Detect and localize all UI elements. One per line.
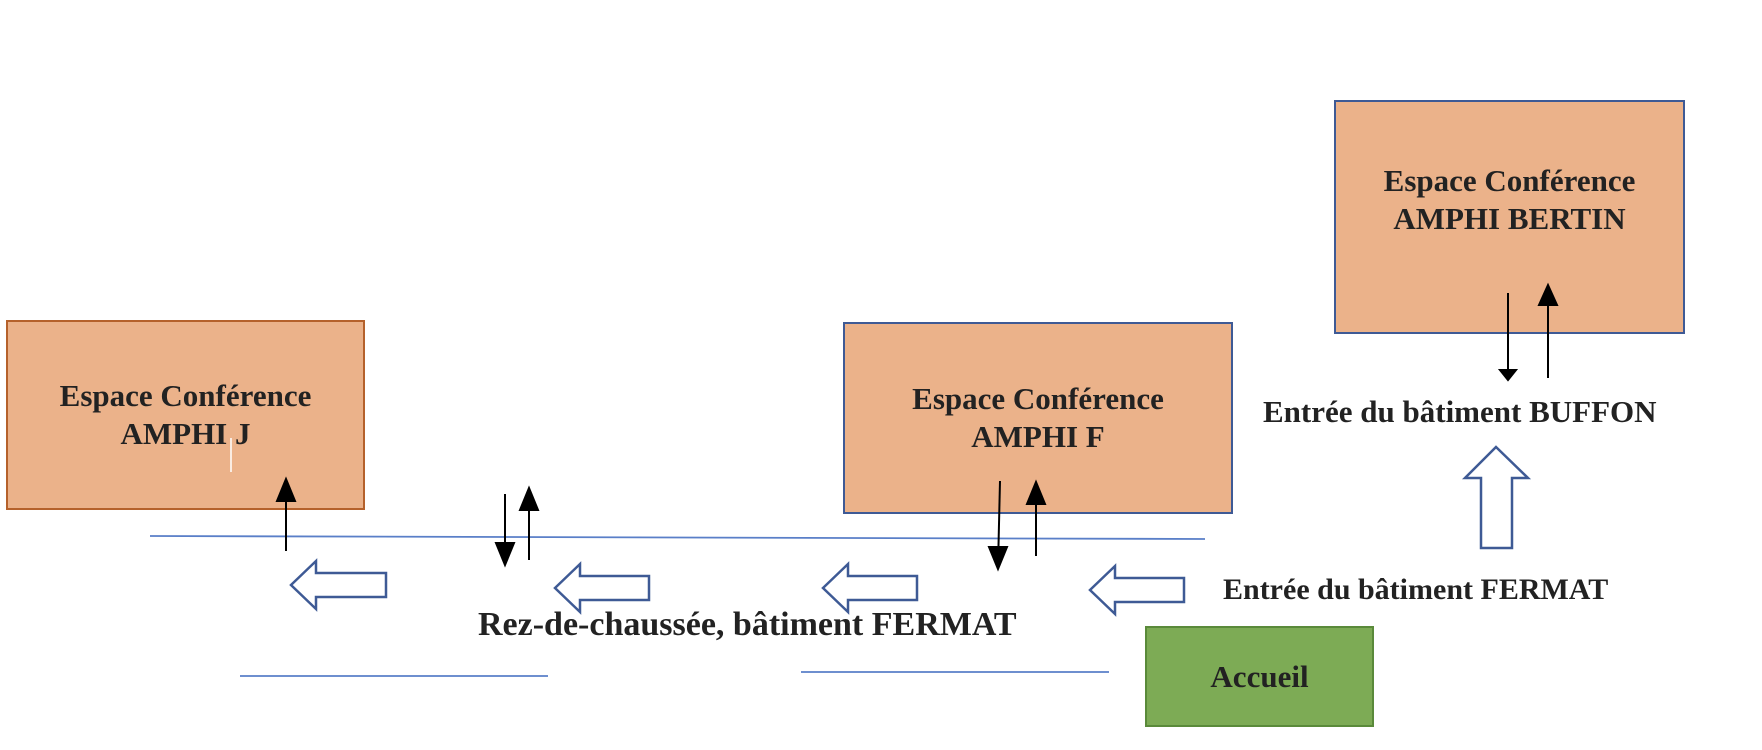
corridor-label: Rez-de-chaussée, bâtiment FERMAT: [478, 606, 1017, 643]
room-amphi-bertin-line2: AMPHI BERTIN: [1393, 201, 1626, 236]
down-arrow-bertin-head: [1497, 369, 1519, 382]
up-arrow-amphi-j-head: [275, 476, 297, 502]
room-amphi-j-line2: AMPHI J: [120, 416, 251, 451]
up-arrow-corridor-head: [518, 485, 540, 511]
up-block-arrow-buffon: [1461, 445, 1532, 550]
room-amphi-f-line2: AMPHI F: [971, 419, 1105, 454]
up-arrow-amphi-f-head: [1025, 479, 1047, 505]
room-amphi-bertin: Espace Conférence AMPHI BERTIN: [1334, 100, 1685, 334]
fermat-entrance-label: Entrée du bâtiment FERMAT: [1223, 573, 1609, 606]
room-amphi-j-line1: Espace Conférence: [59, 378, 312, 413]
room-amphi-f: Espace Conférence AMPHI F: [843, 322, 1233, 514]
reception-box: Accueil: [1145, 626, 1374, 727]
left-block-arrow-1: [289, 558, 388, 612]
room-amphi-bertin-line1: Espace Conférence: [1383, 163, 1636, 198]
down-arrow-amphi-f-head: [987, 546, 1009, 572]
up-arrow-bertin-head: [1537, 282, 1559, 306]
buffon-entrance-label: Entrée du bâtiment BUFFON: [1263, 394, 1657, 429]
reception-label: Accueil: [1210, 658, 1309, 694]
left-block-arrow-4: [1088, 563, 1186, 617]
down-arrow-corridor-head: [494, 542, 516, 568]
corridor-wall-top: [149, 535, 1206, 540]
room-amphi-f-line1: Espace Conférence: [912, 381, 1164, 416]
room-amphi-j: Espace Conférence AMPHI J: [6, 320, 365, 510]
left-block-arrow-3: [821, 561, 919, 615]
left-block-arrow-2: [553, 561, 651, 615]
